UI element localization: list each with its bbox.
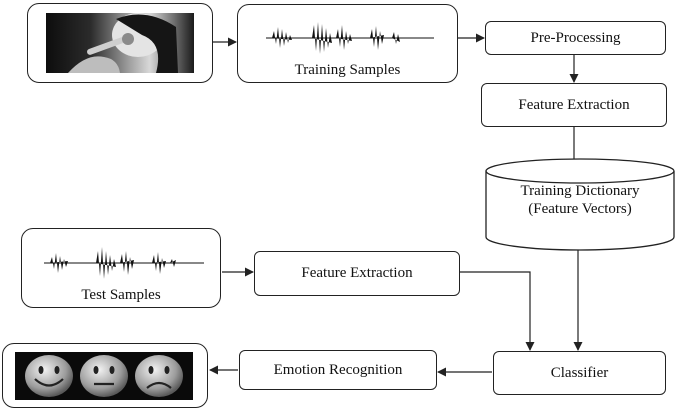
classifier-label: Classifier xyxy=(550,364,609,381)
emotion-recognition-label: Emotion Recognition xyxy=(273,361,403,378)
feature-extraction-top-label: Feature Extraction xyxy=(518,96,630,113)
emotion-recognition-node: Emotion Recognition xyxy=(239,350,437,390)
training-dictionary-label-line2: (Feature Vectors) xyxy=(528,201,632,217)
faces-strip xyxy=(15,352,193,400)
sad-face-icon xyxy=(135,355,183,397)
singer-microphone-photo xyxy=(46,13,194,73)
training-dictionary-label-line1: Training Dictionary xyxy=(520,183,640,199)
singer-photo-box xyxy=(27,3,213,83)
pre-processing-node: Pre-Processing xyxy=(485,21,666,55)
test-samples-node: Test Samples xyxy=(21,228,221,308)
pre-processing-label: Pre-Processing xyxy=(530,29,621,46)
test-samples-label: Test Samples xyxy=(81,287,161,303)
emotion-faces-box xyxy=(2,343,208,408)
training-samples-label: Training Samples xyxy=(294,62,401,78)
neutral-face-icon xyxy=(80,355,128,397)
feature-extraction-bottom-node: Feature Extraction xyxy=(254,251,460,296)
happy-face-icon xyxy=(25,355,73,397)
waveform-icon xyxy=(44,247,204,279)
training-samples-node: Training Samples xyxy=(237,4,458,83)
classifier-node: Classifier xyxy=(493,351,666,395)
training-dictionary-node xyxy=(485,158,675,251)
feature-extraction-bottom-label: Feature Extraction xyxy=(301,265,413,281)
waveform-icon xyxy=(266,22,434,54)
feature-extraction-top-node: Feature Extraction xyxy=(481,83,667,127)
arrow-feature-to-classifier xyxy=(460,271,535,351)
